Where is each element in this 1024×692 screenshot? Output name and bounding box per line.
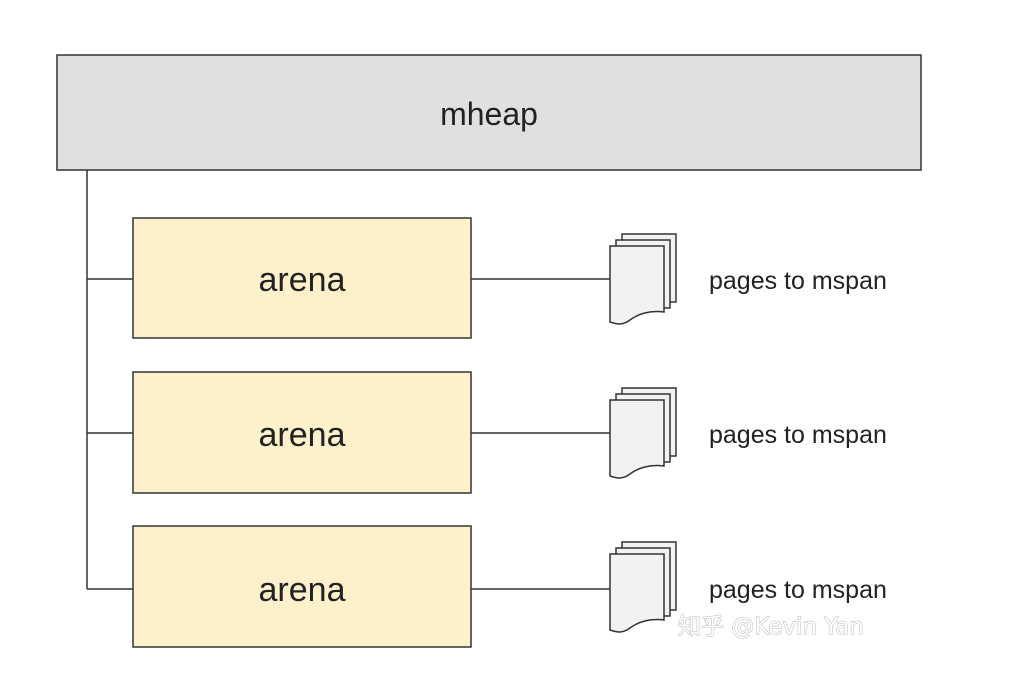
- mheap-node: mheap: [56, 54, 922, 171]
- arena-1-label: arena: [259, 261, 346, 299]
- arena-node-2: arena pages to mspan: [87, 371, 887, 494]
- arena-1-box: [132, 217, 472, 339]
- arena-3-box: [132, 525, 472, 648]
- arena-3-pages-label: pages to mspan: [709, 576, 887, 604]
- arena-2-box: [132, 371, 472, 494]
- pages-stack-icon: [609, 541, 677, 633]
- arena-2-pages-label: pages to mspan: [709, 421, 887, 449]
- watermark-text: 知乎 @Kevin Yan: [678, 614, 864, 640]
- pages-stack-icon: [609, 233, 677, 325]
- arena-2-label: arena: [259, 416, 346, 454]
- arena-node-1: arena pages to mspan: [87, 217, 887, 339]
- pages-stack-icon: [609, 387, 677, 479]
- arena-3-label: arena: [259, 571, 346, 609]
- mheap-label: mheap: [440, 96, 538, 132]
- arena-node-3: arena pages to mspan: [87, 525, 887, 648]
- arena-1-pages-label: pages to mspan: [709, 267, 887, 295]
- mheap-box: [56, 54, 922, 171]
